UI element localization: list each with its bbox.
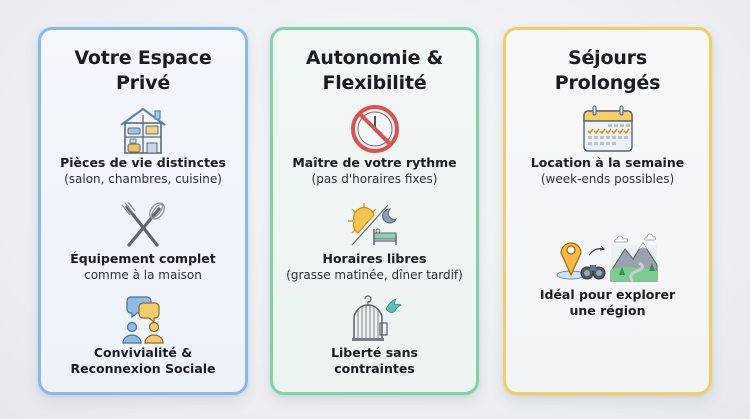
card-autonomy-flexibility: Autonomie & Flexibilité Maître de votre … bbox=[270, 27, 479, 395]
feature-explore-region: Idéal pour explorer une région bbox=[540, 231, 675, 319]
feature-title: Pièces de vie distinctes bbox=[60, 155, 226, 170]
feature-subtitle: comme à la maison bbox=[84, 268, 202, 282]
feature-title: Horaires libres bbox=[322, 251, 427, 266]
feature-own-rhythm: Maître de votre rythme (pas d'horaires f… bbox=[292, 103, 457, 187]
sun-moon-bed-icon bbox=[348, 203, 398, 246]
feature-title: Idéal pour explorer une région bbox=[539, 287, 676, 318]
card-title: Votre Espace Privé bbox=[74, 47, 212, 94]
feature-full-equipment: Équipement complet comme à la maison bbox=[70, 199, 216, 283]
feature-subtitle: (week-ends possibles) bbox=[540, 172, 675, 186]
people-chat-icon bbox=[122, 296, 164, 344]
open-cage-bird-icon bbox=[352, 295, 403, 341]
feature-free-schedule: Horaires libres (grasse matinée, dîner t… bbox=[286, 199, 463, 283]
no-clock-icon bbox=[350, 105, 399, 153]
feature-title: Maître de votre rythme bbox=[292, 155, 457, 170]
feature-title: Location à la semaine bbox=[530, 155, 685, 170]
calendar-week-icon bbox=[582, 105, 633, 152]
card-extended-stays: Séjours Prolongés bbox=[503, 27, 712, 395]
feature-social: Convivialité & Reconnexion Sociale bbox=[70, 293, 216, 377]
feature-freedom: Liberté sans contraintes bbox=[331, 293, 418, 377]
feature-weekly-rental: Location à la semaine (week-ends possibl… bbox=[531, 103, 684, 187]
feature-subtitle: (grasse matinée, dîner tardif) bbox=[286, 268, 463, 282]
house-icon bbox=[120, 107, 166, 154]
feature-title: Liberté sans contraintes bbox=[331, 345, 418, 376]
map-pin-binoculars-mountain-icon bbox=[556, 233, 657, 283]
card-title: Autonomie & Flexibilité bbox=[305, 47, 444, 94]
feature-subtitle: (pas d'horaires fixes) bbox=[311, 172, 438, 186]
fork-whisk-icon bbox=[121, 201, 165, 247]
feature-subtitle: (salon, chambres, cuisine) bbox=[64, 172, 222, 186]
feature-distinct-rooms: Pièces de vie distinctes (salon, chambre… bbox=[60, 103, 226, 187]
card-title: Séjours Prolongés bbox=[554, 47, 661, 94]
feature-title: Équipement complet bbox=[70, 251, 216, 266]
card-private-space: Votre Espace Privé Pièces de vie distinc… bbox=[38, 27, 248, 395]
feature-title: Convivialité & Reconnexion Sociale bbox=[70, 345, 216, 376]
